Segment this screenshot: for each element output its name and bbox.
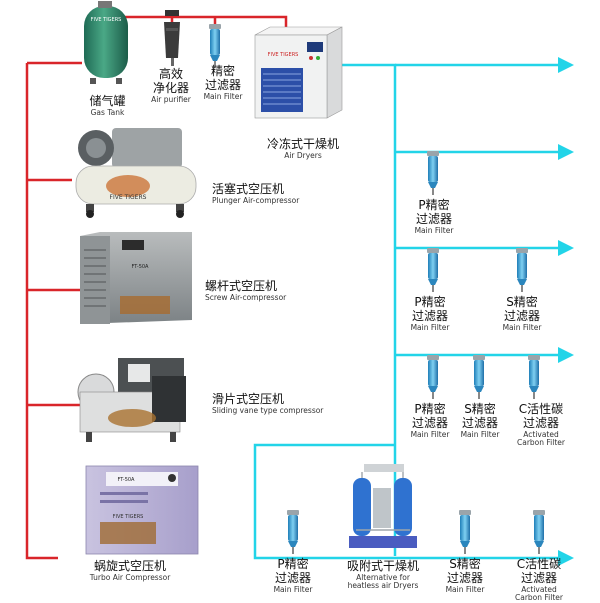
adsorption-dryer-label: 吸附式干燥机 Alternative for heatless air Drye…	[346, 559, 419, 591]
arrow-icon	[558, 240, 574, 256]
gas-tank-icon: FIVE TIGERS	[84, 1, 128, 84]
air-purifier-icon	[164, 10, 180, 66]
arrow-icon	[558, 144, 574, 160]
main-filter-label: 精密 过滤器 Main Filter	[203, 64, 243, 101]
filter-icon	[427, 151, 439, 195]
filter-icon	[287, 510, 299, 554]
filter-icon	[516, 248, 528, 292]
filter-icon	[533, 510, 545, 554]
adsorption-dryer-icon	[349, 464, 417, 548]
red-air-pipe	[25, 15, 288, 560]
gas-tank-label: 储气罐 Gas Tank	[89, 94, 126, 117]
sliding-vane-compressor-icon	[77, 358, 186, 442]
air-purifier-label: 高效 净化器 Air purifier	[151, 67, 191, 104]
screw-model: FT-50A	[132, 264, 150, 270]
dryer-logo: FIVE TIGERS	[268, 52, 299, 58]
filter-icon	[427, 355, 439, 399]
arrow-icon	[558, 347, 574, 363]
filter-icon	[427, 248, 439, 292]
filter-icon	[473, 355, 485, 399]
plunger-label: 活塞式空压机 Plunger Air-compressor	[212, 182, 300, 205]
screw-compressor-icon: FT-50A	[80, 232, 192, 324]
refrigerated-dryer-icon: FIVE TIGERS	[254, 26, 343, 119]
turbo-model: FT-50A	[118, 477, 136, 483]
filter-icon	[459, 510, 471, 554]
sliding-label: 滑片式空压机 Sliding vane type compressor	[212, 392, 324, 415]
piston-compressor-icon: FIVE TIGERS	[75, 128, 197, 218]
scroll-compressor-icon: FT-50A FIVE TIGERS	[85, 465, 199, 555]
turbo-logo: FIVE TIGERS	[113, 514, 144, 520]
air-dryer-label: 冷冻式干燥机 Air Dryers	[266, 137, 339, 160]
plunger-logo: FIVE TIGERS	[110, 194, 147, 201]
turbo-label: 蜗旋式空压机 Turbo Air Compressor	[89, 559, 171, 582]
tank-logo: FIVE TIGERS	[91, 17, 122, 23]
flow-arrows	[558, 57, 574, 566]
arrow-icon	[558, 550, 574, 566]
filter-icon	[528, 355, 540, 399]
arrow-icon	[558, 57, 574, 73]
screw-label: 螺杆式空压机 Screw Air-compressor	[205, 279, 287, 302]
filter-icon	[209, 24, 221, 68]
